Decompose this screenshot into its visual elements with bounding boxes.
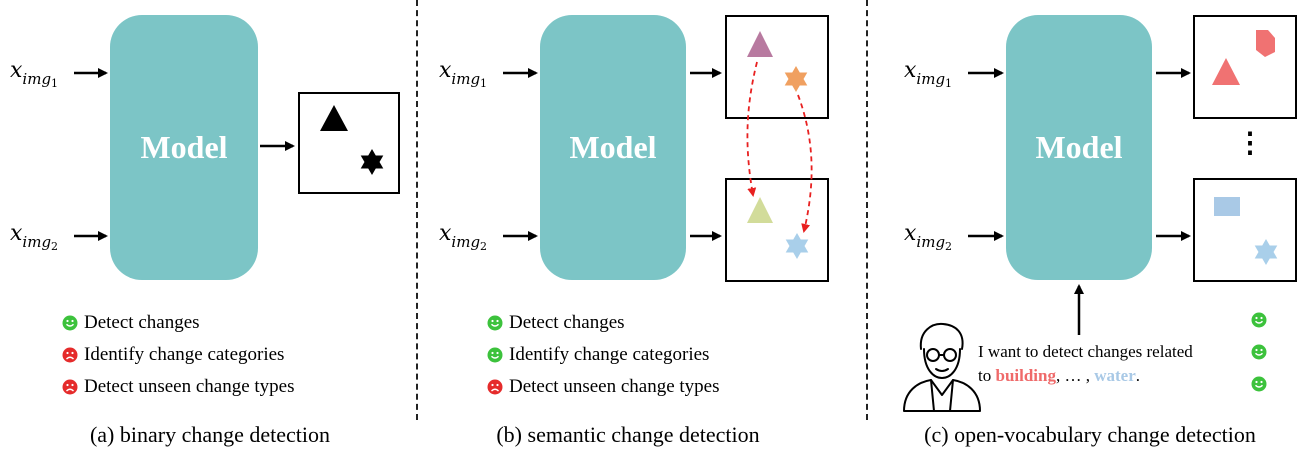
- happy-face-icon: [487, 347, 503, 363]
- happy-face-icon: [1251, 312, 1267, 328]
- panel-divider-2: [866, 0, 868, 420]
- output-image-2: [1193, 178, 1297, 282]
- happy-face-icon: [62, 315, 78, 331]
- check-identify-categories: Identify change categories: [487, 344, 709, 366]
- sad-face-icon: [487, 379, 503, 395]
- ellipsis-dots: ⋮: [1236, 128, 1264, 159]
- input-img-2: ximg2: [904, 221, 953, 254]
- happy-face-icon: [487, 315, 503, 331]
- triangle-shape: [320, 105, 348, 131]
- model-block: Model: [540, 15, 686, 280]
- check-identify-categories: Identify change categories: [62, 344, 284, 366]
- prompt-line-1: I want to detect changes related: [978, 342, 1193, 361]
- prompt-line-2: to building, … , water.: [978, 366, 1141, 385]
- input-img-1: ximg1: [10, 58, 59, 91]
- model-block: Model: [110, 15, 258, 280]
- caption-semantic: (b) semantic change detection: [496, 422, 760, 447]
- output-image-2: [725, 178, 829, 282]
- panel-divider-1: [416, 0, 418, 420]
- input-img-2: ximg2: [439, 221, 488, 254]
- input-img-2: ximg2: [10, 221, 59, 254]
- model-block: Model: [1006, 15, 1152, 280]
- output-image-1: [725, 15, 829, 119]
- output-image-1: [1193, 15, 1297, 119]
- caption-binary: (a) binary change detection: [89, 422, 331, 447]
- caption-open-vocabulary: (c) open-vocabulary change detection: [924, 422, 1256, 447]
- output-change-map: [298, 92, 400, 194]
- keyword-water: water: [1094, 366, 1136, 385]
- check-detect-unseen: Detect unseen change types: [487, 376, 720, 398]
- sad-face-icon: [62, 379, 78, 395]
- happy-face-icon: [1251, 344, 1267, 360]
- input-img-1: ximg1: [439, 58, 488, 91]
- output-shapes: [320, 105, 384, 175]
- keyword-building: building: [995, 366, 1056, 385]
- check-detect-changes: Detect changes: [487, 312, 625, 334]
- check-detect-changes: Detect changes: [62, 312, 200, 334]
- user-prompt: I want to detect changes related to buil…: [978, 340, 1248, 388]
- star-shape: [360, 149, 384, 175]
- check-detect-unseen: Detect unseen change types: [62, 376, 295, 398]
- happy-face-icon: [1251, 376, 1267, 392]
- sad-face-icon: [62, 347, 78, 363]
- input-img-1: ximg1: [904, 58, 953, 91]
- person-icon: [903, 322, 981, 412]
